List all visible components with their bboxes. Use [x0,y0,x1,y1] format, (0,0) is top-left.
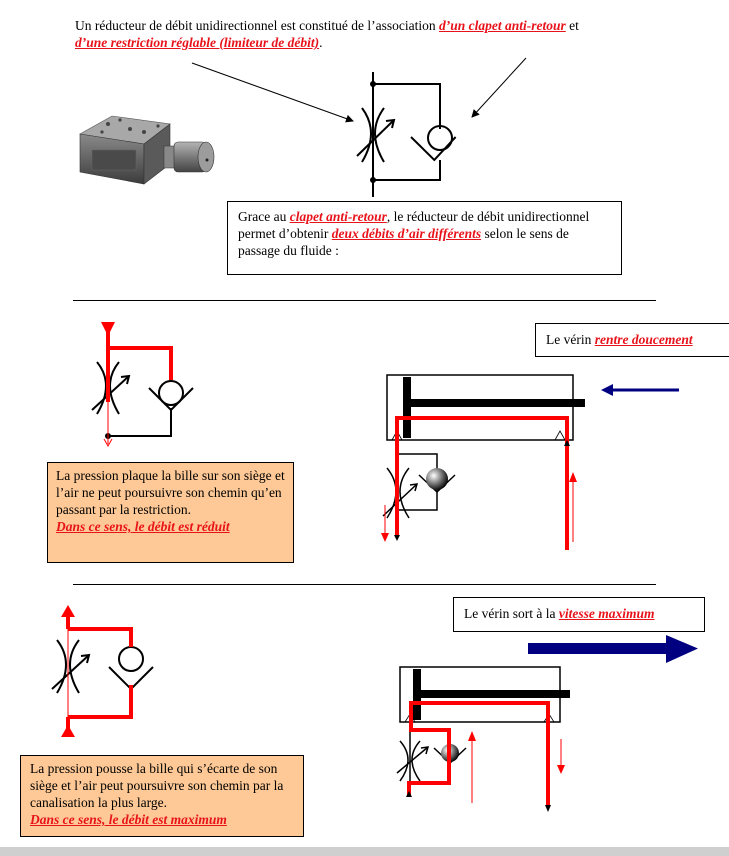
label-reduced-prefix: Le vérin [546,332,595,347]
intro-paragraph: Un réducteur de débit unidirectionnel es… [75,17,665,51]
motion-arrow-left [601,384,679,396]
label-reduced-em: rentre doucement [594,332,693,347]
one-way-flow-control-valve-symbol [356,72,457,197]
intro-link-restriction: d’une restriction réglable (limiteur de … [75,35,320,50]
label-max-prefix: Le vérin sort à la [464,606,559,621]
explain-em-debits: deux débits d’air différents [331,226,482,241]
intro-link-clapet: d’un clapet anti-retour [439,18,566,33]
note-max: La pression pousse la bille qui s’écarte… [20,755,304,837]
intro-text-middle: et [565,18,579,33]
note-reduced-text: La pression plaque la bille sur son sièg… [56,468,285,517]
page-bottom-bar [0,847,729,856]
note-max-text: La pression pousse la bille qui s’écarte… [30,761,284,810]
pointer-arrow-restriction [191,62,354,123]
explain-text-1: Grace au [238,209,290,224]
intro-text-before: Un réducteur de débit unidirectionnel es… [75,18,440,33]
note-reduced: La pression plaque la bille sur son sièg… [47,462,294,563]
pointer-arrow-clapet [471,57,527,118]
explain-em-clapet: clapet anti-retour [289,209,387,224]
note-reduced-em: Dans ce sens, le débit est réduit [56,519,230,534]
valve-symbol-reduced [91,322,194,448]
cylinder-reduced [381,374,679,550]
label-max-box: Le vérin sort à la vitesse maximum [453,597,705,632]
label-max-em: vitesse maximum [558,606,655,621]
separator-1 [73,300,656,301]
motion-arrow-right [528,635,698,663]
valve-symbol-max [51,605,154,737]
explain-text-3: selon le sens de passage du fluide : [238,226,569,258]
cylinder-max [396,635,698,812]
explain-text-2: , le réducteur de débit unidirectionnel … [238,209,590,241]
separator-2 [73,584,656,585]
label-reduced-box: Le vérin rentre doucement [535,323,729,357]
intro-text-after: . [319,35,323,50]
explain-box: Grace au clapet anti-retour, le réducteu… [227,201,622,275]
flow-control-valve-photo [79,115,215,185]
note-max-em: Dans ce sens, le débit est maximum [30,812,227,827]
